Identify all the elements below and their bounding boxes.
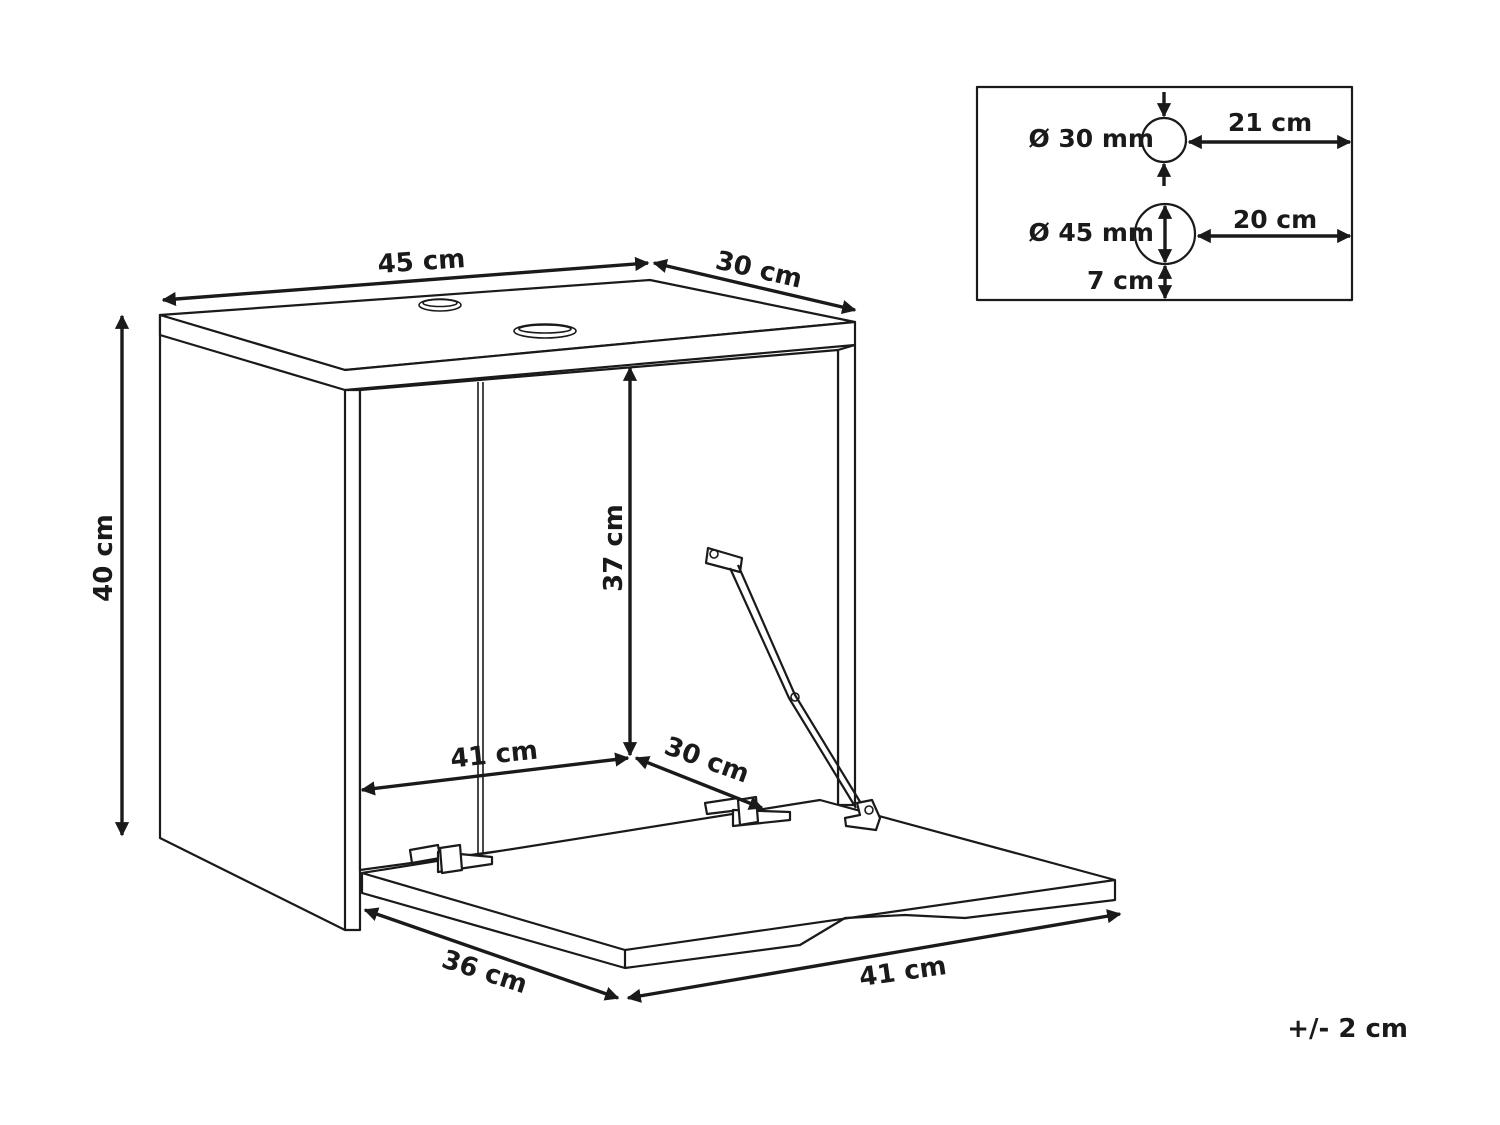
label-small-hole-offset: 21 cm: [1228, 108, 1312, 137]
arrow-top-width: [161, 256, 650, 307]
cabinet-drawing: [158, 278, 1117, 970]
dimension-arrows: [114, 256, 1122, 1003]
hole-detail-inset: Ø 30 mm 21 cm Ø 45 mm 20 cm 7 cm: [975, 85, 1354, 302]
arrow-top-depth: [652, 258, 857, 315]
label-height: 40 cm: [89, 514, 119, 602]
cabinet-back-panel: [358, 348, 840, 872]
cabinet-top-front-edge: [158, 313, 857, 392]
label-large-hole-bottom: 7 cm: [1087, 266, 1154, 295]
label-top-width: 45 cm: [377, 244, 467, 280]
label-small-hole-diameter: Ø 30 mm: [1028, 124, 1154, 153]
arrow-inner-depth: [634, 756, 764, 810]
cabinet-left-side: [158, 313, 362, 932]
label-large-hole-diameter: Ø 45 mm: [1028, 218, 1154, 247]
arrow-door-width: [626, 909, 1122, 1003]
tolerance-note: +/- 2 cm: [1287, 1014, 1408, 1044]
large-hole-circle: [1133, 202, 1197, 266]
label-inner-height: 37 cm: [599, 504, 629, 592]
inset-frame: [975, 85, 1354, 302]
arrow-inner-width: [360, 752, 630, 796]
label-large-hole-offset: 20 cm: [1233, 205, 1317, 234]
hinge-left: [408, 843, 494, 875]
top-hole-large: [513, 323, 577, 339]
small-hole-circle: [1140, 116, 1188, 164]
arrow-door-depth: [363, 907, 620, 1001]
door-support-stay: [704, 546, 882, 832]
cabinet-right-side: [836, 343, 857, 807]
